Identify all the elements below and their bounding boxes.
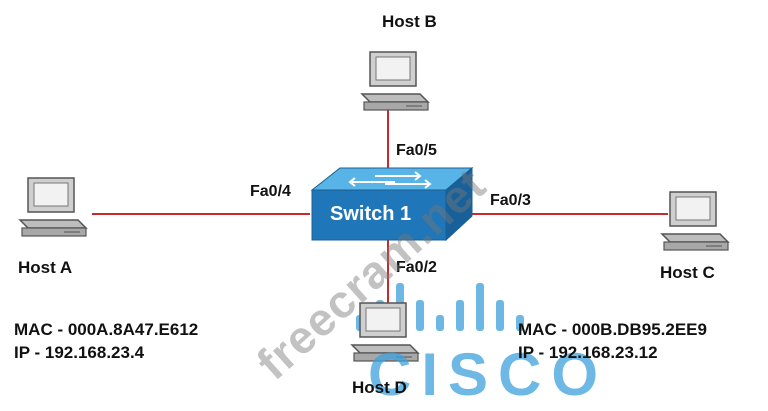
host-a-mac: MAC - 000A.8A47.E612 [14, 320, 199, 339]
port-label-fa0-3: Fa0/3 [490, 192, 531, 209]
host-c-ip: IP - 192.168.23.12 [518, 343, 658, 362]
port-label-fa0-5: Fa0/5 [396, 142, 437, 159]
computer-icon-host-d [350, 302, 420, 362]
host-a-ip: IP - 192.168.23.4 [14, 343, 145, 362]
host-a-label: Host A [18, 258, 73, 277]
cisco-logo-text: CISCO [368, 341, 609, 408]
computer-icon-host-a [18, 177, 88, 237]
switch-label: Switch 1 [330, 203, 412, 225]
host-c-label: Host C [660, 263, 715, 282]
port-label-fa0-2: Fa0/2 [396, 259, 437, 276]
computer-icon-host-c [660, 191, 730, 251]
computer-icon-host-b [360, 51, 430, 111]
host-d-label: Host D [352, 378, 407, 397]
switch-icon [310, 166, 474, 242]
port-label-fa0-4: Fa0/4 [250, 183, 291, 200]
host-b-label: Host B [382, 12, 437, 31]
host-c-mac: MAC - 000B.DB95.2EE9 [518, 320, 707, 339]
cisco-logo-bars [356, 283, 524, 331]
